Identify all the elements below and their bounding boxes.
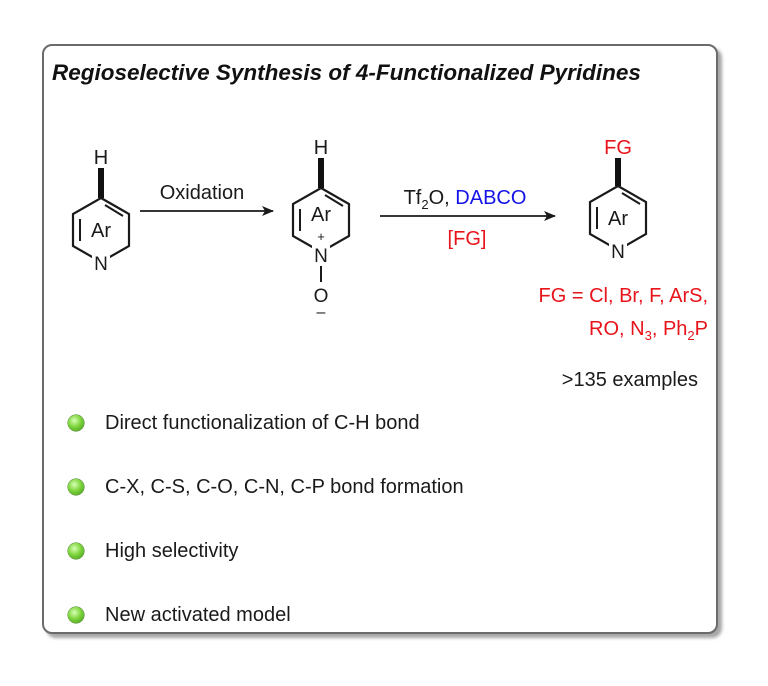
feature-text: High selectivity [105, 539, 239, 562]
examples-count: >135 examples [562, 369, 698, 391]
n-oxide-inner-bond-top [324, 194, 344, 207]
n-oxide-n-atom: N [314, 246, 328, 267]
n-oxide-o-atom: O [314, 286, 329, 307]
fg-definition-line2: RO, N3, Ph2P [589, 318, 708, 343]
feature-list: Direct functionalization of C-H bond C-X… [68, 408, 464, 664]
n-oxide-minus-charge: – [317, 304, 326, 321]
feature-text: Direct functionalization of C-H bond [105, 411, 420, 434]
product-fg-group: FG [604, 137, 632, 159]
fg-definition-line1: FG = Cl, Br, F, ArS, [539, 285, 708, 307]
feature-item: New activated model [68, 600, 464, 630]
product-inner-bond-top [621, 192, 641, 205]
green-bullet-icon [68, 415, 84, 431]
pyridine-ar-label: Ar [91, 220, 111, 242]
feature-item: C-X, C-S, C-O, C-N, C-P bond formation [68, 472, 464, 502]
pyridine-n-atom: N [94, 254, 108, 275]
n-oxide-h-atom: H [314, 137, 328, 159]
pyridine-n-oxide-structure: H Ar + N O – [291, 137, 351, 321]
green-bullet-icon [68, 479, 84, 495]
green-bullet-icon [68, 607, 84, 623]
product-structure: FG Ar N [588, 137, 648, 263]
product-ar-label: Ar [608, 208, 628, 230]
pyridine-h-atom: H [94, 147, 108, 169]
fg-reagent-label: [FG] [448, 228, 487, 250]
feature-item: Direct functionalization of C-H bond [68, 408, 464, 438]
product-n-atom: N [611, 242, 625, 263]
base-label: DABCO [455, 187, 526, 209]
feature-text: C-X, C-S, C-O, C-N, C-P bond formation [105, 475, 464, 498]
n-oxide-ar-label: Ar [311, 204, 331, 226]
summary-card [42, 44, 718, 634]
oxidation-label: Oxidation [160, 182, 245, 204]
green-bullet-icon [68, 543, 84, 559]
pyridine-inner-bond-top [104, 204, 124, 217]
feature-item: High selectivity [68, 536, 464, 566]
pyridine-structure: H Ar N [71, 147, 131, 275]
n-oxide-plus-charge: + [317, 229, 325, 244]
graphic-title: Regioselective Synthesis of 4-Functional… [52, 60, 641, 85]
feature-text: New activated model [105, 603, 291, 626]
conditions-label: Tf2O, DABCO [404, 187, 527, 212]
